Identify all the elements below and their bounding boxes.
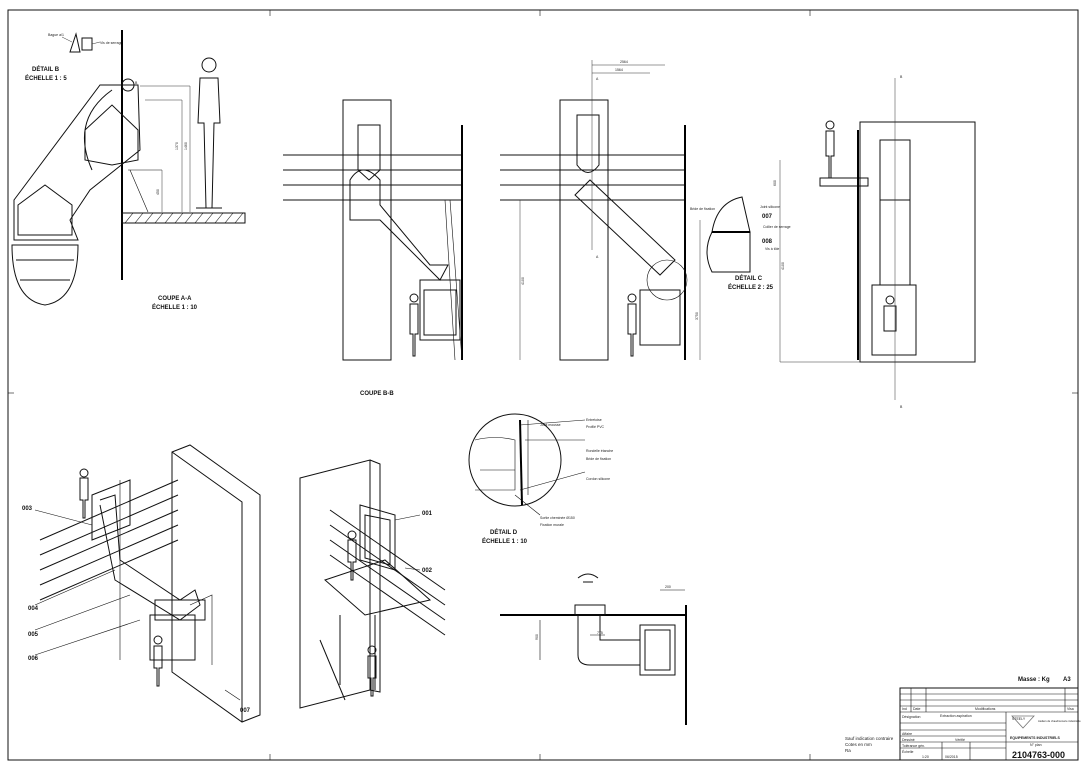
section-bb-view-3: B B 4100 600 xyxy=(773,75,976,409)
dimension: 450 xyxy=(156,189,160,195)
general-note: Sauf indication contraire xyxy=(845,736,894,741)
drawing-number: 2104763-000 xyxy=(1012,750,1065,760)
section-marker: B xyxy=(900,75,903,79)
person-figure xyxy=(409,293,419,357)
section-bb-view-2: 2564 1564 A A 4100 3750 xyxy=(500,60,701,361)
part-number: 008 xyxy=(762,239,773,245)
dimension: 1370 xyxy=(175,142,179,150)
person-figure xyxy=(883,295,897,332)
section-aa-scale: ÉCHELLE 1 : 10 xyxy=(152,303,198,311)
dimension: 4100 xyxy=(521,277,525,285)
isometric-view-2: 001 002 xyxy=(299,459,446,709)
detail-c-note: Joint silicone xyxy=(760,205,780,209)
general-note: Cotes en mm xyxy=(845,742,872,747)
detail-b-view: Bague a/1 Vis de serrage DÉTAIL B ÉCHELL… xyxy=(25,32,123,82)
person-figure xyxy=(153,635,163,687)
detail-c-view: 007 008 Bride de fixation Joint silicone… xyxy=(690,196,791,291)
detail-d-note: Bride de fixation xyxy=(586,457,611,461)
rev-header: Visa xyxy=(1067,707,1074,711)
detail-d-title: DÉTAIL D xyxy=(490,528,518,536)
dimension: 775 xyxy=(597,631,603,635)
part-number: 004 xyxy=(28,606,39,612)
rev-header: Ind xyxy=(902,707,907,711)
drawn-label: Dessiné xyxy=(902,738,915,742)
project-name: EQUIPEMENTS INDUSTRIELS xyxy=(1010,736,1060,740)
person-figure xyxy=(825,120,835,179)
person-figure xyxy=(627,293,637,357)
detail-b-scale: ÉCHELLE 1 : 5 xyxy=(25,74,67,82)
designation-label: Désignation xyxy=(902,715,921,719)
section-marker: B xyxy=(135,81,138,85)
detail-d-note: Sortie cheminée Ø150 xyxy=(540,516,575,520)
detail-d-note: Profilé PVC xyxy=(586,425,605,429)
format-label: A3 xyxy=(1063,677,1071,683)
detail-d-scale: ÉCHELLE 1 : 10 xyxy=(482,537,528,545)
client-label: Affaire xyxy=(902,732,912,736)
dimension: 2564 xyxy=(620,60,628,64)
company-address: Ateliers de chaudronnerie industrielle xyxy=(1038,719,1081,723)
dimension: 3750 xyxy=(695,312,699,320)
tolerance: Tolérance gén. xyxy=(902,744,925,748)
detail-d-view: Joint mousse Entretoise Profilé PVC Rond… xyxy=(468,413,613,545)
section-aa-title: COUPE A-A xyxy=(158,296,192,302)
section-bb-title: COUPE B-B xyxy=(360,391,394,397)
section-aa-view: 1370 1460 450 B COUPE A-A ÉCHELLE 1 : 10 xyxy=(11,30,246,311)
dimension: 1564 xyxy=(615,68,623,72)
detail-b-title: DÉTAIL B xyxy=(32,65,60,73)
section-marker: A xyxy=(596,77,599,81)
person-figure xyxy=(79,468,89,519)
company-name: STEELY xyxy=(1012,717,1026,721)
detail-d-note: Rondelle étanche xyxy=(586,449,613,453)
rev-header: Date xyxy=(913,707,920,711)
detail-b-note: Bague a/1 xyxy=(48,33,64,37)
isometric-view-1: 003 004 005 006 007 xyxy=(22,444,261,723)
person-figure xyxy=(347,530,357,581)
detail-b-note: Vis de serrage xyxy=(100,41,123,45)
drawing-frame xyxy=(7,9,1079,761)
detail-d-note: Cordon silicone xyxy=(586,477,610,481)
checked-label: Vérifié xyxy=(955,738,965,742)
section-bb-view-1 xyxy=(283,99,463,361)
detail-d-note: Fixation murale xyxy=(540,523,564,527)
general-note: Ra xyxy=(845,748,851,753)
date-value: 06/2015 xyxy=(945,755,958,759)
detail-c-note: Bride de fixation xyxy=(690,207,715,211)
section-marker: B xyxy=(900,405,903,409)
company-logo xyxy=(1011,715,1035,729)
mass-label: Masse : Kg xyxy=(1018,677,1050,683)
dimension: 4100 xyxy=(781,262,785,270)
frame-ticks xyxy=(8,10,1078,760)
detail-c-scale: ÉCHELLE 2 : 25 xyxy=(728,283,774,291)
rev-header: Modifications xyxy=(975,707,996,711)
detail-c-note: Collier de serrage xyxy=(763,225,791,229)
number-label: N° plan xyxy=(1030,743,1042,747)
part-number: 005 xyxy=(28,632,39,638)
part-number: 002 xyxy=(422,568,433,574)
part-number: 006 xyxy=(28,656,39,662)
dimension: 900 xyxy=(535,634,539,640)
part-number: 003 xyxy=(22,506,33,512)
dimension: 600 xyxy=(773,180,777,186)
detail-d-note: Joint mousse xyxy=(540,423,561,427)
person-figure xyxy=(196,57,222,209)
detail-c-title: DÉTAIL C xyxy=(735,274,763,282)
part-number: 007 xyxy=(240,708,251,714)
plan-view: 200 900 775 xyxy=(500,573,687,725)
detail-d-note: Entretoise xyxy=(586,418,602,422)
title-block: Masse : Kg A3 Ind Date Modifications Vis… xyxy=(845,677,1081,761)
detail-c-note: Vis à tôle xyxy=(765,247,779,251)
scale-label: Échelle xyxy=(902,749,914,754)
dimension: 1460 xyxy=(184,142,188,150)
part-number: 001 xyxy=(422,511,433,517)
scale-value: 1:20 xyxy=(922,755,929,759)
section-marker: A xyxy=(596,255,599,259)
person-figure xyxy=(367,645,377,697)
designation: Extraction aspiration xyxy=(940,714,972,718)
dimension: 200 xyxy=(665,585,671,589)
part-number: 007 xyxy=(762,214,773,220)
